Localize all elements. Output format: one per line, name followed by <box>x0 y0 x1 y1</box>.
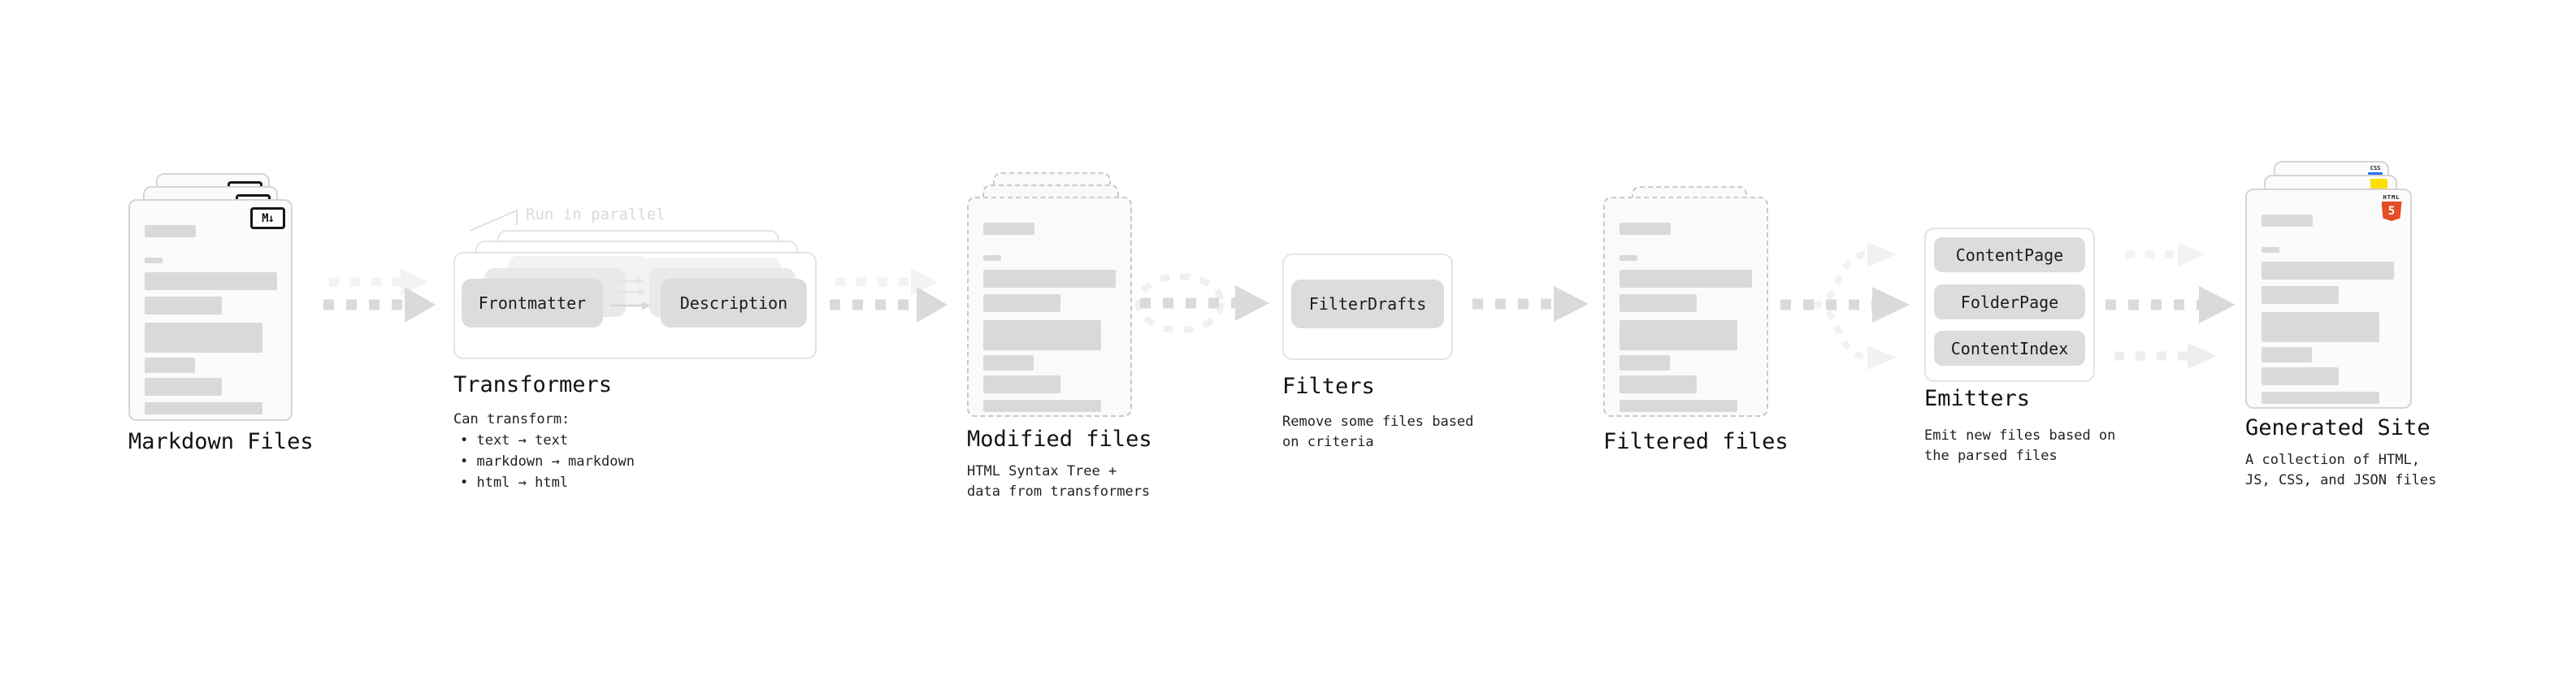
content-bar <box>145 272 277 290</box>
arrow-filtered-to-emitters <box>1780 242 1910 370</box>
transformers-desc-heading: Can transform: <box>453 411 570 427</box>
content-bar <box>2262 286 2339 304</box>
arrow-markdown-to-transformers <box>323 268 436 323</box>
emitters-title: Emitters <box>1924 386 2031 411</box>
html5-icon: HTML 5 <box>2379 194 2404 221</box>
emitters-subtitle: Emit new files based on the parsed files <box>1924 427 2116 464</box>
markdown-files-title: Markdown Files <box>128 429 314 454</box>
plugin-contentindex: ContentIndex <box>1934 331 2085 366</box>
content-bar <box>1620 320 1737 350</box>
modified-files-subtitle: HTML Syntax Tree + data from transformer… <box>967 463 1151 500</box>
file-card-front <box>1603 197 1768 417</box>
transformers-bullet: • html → html <box>460 475 569 491</box>
file-card-front: HTML 5 <box>2245 189 2412 409</box>
plugin-contentpage: ContentPage <box>1934 237 2085 272</box>
markdown-files-stack: M↓ M↓ M↓ <box>128 161 332 429</box>
content-bar <box>983 400 1101 412</box>
plugin-description: Description <box>661 279 807 327</box>
note-callout-line <box>469 209 518 232</box>
content-bar <box>983 320 1101 350</box>
plugin-filterdrafts: FilterDrafts <box>1291 280 1444 328</box>
content-bar <box>2262 312 2379 342</box>
content-bar <box>2262 215 2313 227</box>
file-card-front: M↓ <box>128 199 293 421</box>
content-bar <box>1620 255 1637 261</box>
filters-subtitle: Remove some files based on criteria <box>1282 414 1474 450</box>
css-icon: CSS <box>2368 166 2383 175</box>
generated-site-stack: CSS HTML 5 <box>2245 161 2448 429</box>
content-bar <box>145 297 222 314</box>
arrow-filters-to-filtered <box>1472 286 1589 322</box>
content-bar <box>2262 262 2394 280</box>
generated-site-title: Generated Site <box>2245 415 2431 440</box>
arrow-emitters-to-site <box>2105 242 2236 369</box>
content-bar <box>145 358 195 373</box>
modified-files-stack <box>967 172 1170 440</box>
filtered-files-stack <box>1603 186 1806 454</box>
plugin-folderpage: FolderPage <box>1934 284 2085 319</box>
content-bar <box>983 255 1001 261</box>
arrow-modified-to-filters <box>1135 273 1269 333</box>
content-bar <box>145 225 196 237</box>
content-bar <box>1620 400 1737 412</box>
content-bar <box>1620 375 1697 393</box>
parallel-arrows <box>609 278 651 310</box>
transformers-title: Transformers <box>453 372 613 397</box>
content-bar <box>2262 247 2279 253</box>
filtered-files-title: Filtered files <box>1603 429 1789 454</box>
plugin-frontmatter: Frontmatter <box>462 279 603 327</box>
content-bar <box>2262 392 2379 404</box>
content-bar <box>1620 355 1670 371</box>
generated-site-subtitle: A collection of HTML, JS, CSS, and JSON … <box>2245 452 2437 488</box>
arrow-transformers-to-modified <box>830 268 948 323</box>
content-bar <box>983 294 1060 312</box>
transformers-group: Frontmatter Description <box>453 230 819 362</box>
js-icon <box>2370 179 2387 189</box>
content-bar <box>1620 294 1697 312</box>
filters-title: Filters <box>1282 374 1375 399</box>
content-bar <box>145 258 163 263</box>
content-bar <box>983 270 1116 288</box>
content-bar <box>145 378 222 396</box>
content-bar <box>1620 223 1671 235</box>
content-bar <box>145 402 262 414</box>
content-bar <box>1620 270 1752 288</box>
markdown-icon: M↓ <box>250 207 285 229</box>
transformers-bullet: • markdown → markdown <box>460 453 635 470</box>
file-card-front <box>967 197 1132 417</box>
content-bar <box>145 323 262 353</box>
content-bar <box>983 223 1034 235</box>
modified-files-title: Modified files <box>967 427 1152 452</box>
content-bar <box>2262 367 2339 385</box>
content-bar <box>983 375 1060 393</box>
transformers-bullet: • text → text <box>460 432 569 449</box>
run-in-parallel-note: Run in parallel <box>526 206 666 223</box>
content-bar <box>983 355 1034 371</box>
content-bar <box>2262 347 2312 362</box>
